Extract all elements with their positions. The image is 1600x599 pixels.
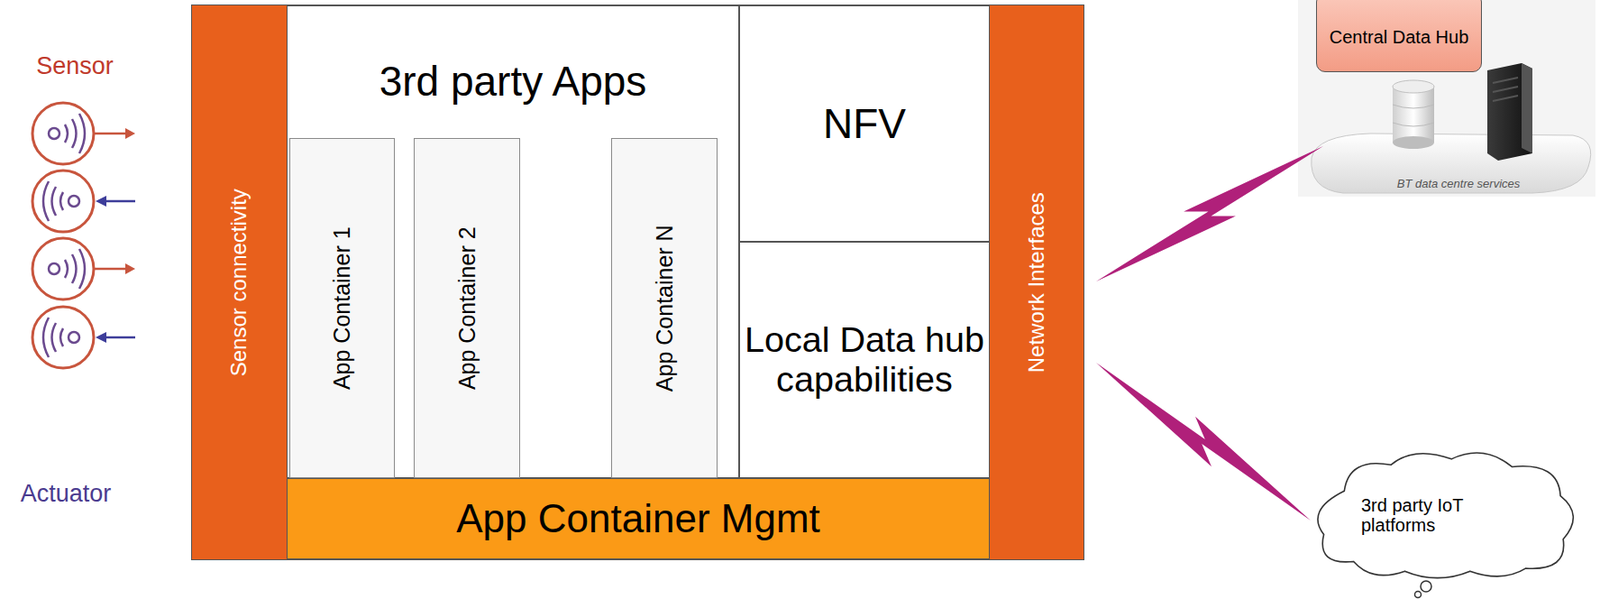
container-box: App Container 1	[289, 137, 395, 478]
illustration-caption: BT data centre services	[1397, 176, 1521, 191]
wireless-link	[1096, 362, 1311, 521]
node-text: App Container N	[651, 224, 677, 392]
server-tower	[1487, 63, 1533, 161]
actuator-symbol	[32, 170, 136, 232]
data-centre-illustration	[1298, 0, 1596, 197]
node-text: App Container Mgmt	[456, 496, 821, 540]
cloud-bubble	[1420, 580, 1432, 592]
node-text: NFV	[822, 100, 906, 147]
interface-band: Network Interfaces	[989, 5, 1084, 559]
hub-box: Central Data Hub	[1316, 0, 1482, 73]
node-text: App Container 1	[329, 226, 356, 390]
illustration-ground	[1298, 0, 1596, 197]
management-bar: App Container Mgmt	[286, 477, 990, 559]
node-text: Sensor connectivity	[227, 188, 251, 376]
node-text: 3rd party IoT platforms	[1361, 494, 1524, 535]
sensor-symbol	[32, 102, 136, 165]
sensor-symbol	[32, 237, 136, 300]
wireless-link	[1096, 146, 1324, 282]
platform-frame	[192, 5, 1084, 559]
node-text: 3rd party Apps	[379, 58, 648, 105]
cloud-shape: 3rd party IoT platforms	[1307, 447, 1587, 583]
apps-region: 3rd party AppsApp Container 1 App Contain…	[286, 5, 740, 478]
container-box: App Container N	[611, 137, 718, 478]
function-box: NFV	[739, 5, 990, 242]
actuator-symbol	[32, 306, 136, 368]
container-box: App Container 2	[413, 137, 521, 478]
database-cylinder	[1392, 80, 1435, 149]
function-box: Local Data hub capabilities	[739, 241, 990, 478]
node-text: Local Data hub capabilities	[740, 320, 989, 399]
part-label: Sensor	[36, 52, 114, 81]
node-text: App Container 2	[454, 226, 480, 390]
node-text: Central Data Hub	[1329, 27, 1470, 47]
sensor-icons	[32, 102, 136, 368]
platform	[1311, 133, 1591, 193]
interface-band: Sensor connectivity	[192, 5, 287, 559]
cloud-bubble	[1415, 591, 1422, 598]
node-text: Network Interfaces	[1024, 192, 1049, 373]
part-label: Actuator	[20, 479, 112, 508]
